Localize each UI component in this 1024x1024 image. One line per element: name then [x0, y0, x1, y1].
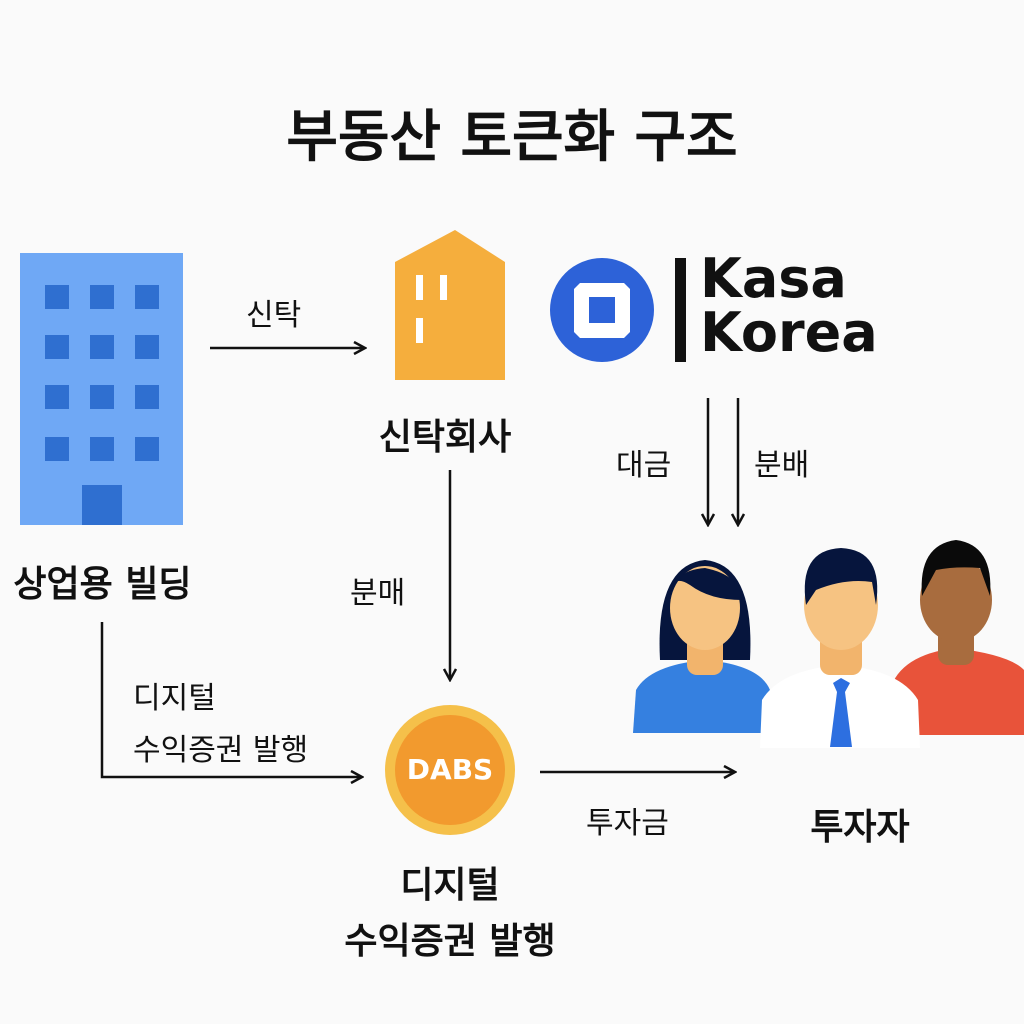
- edge-label-trust: 신탁: [246, 298, 302, 333]
- arrow-issue: [100, 622, 362, 777]
- edge-label-investment: 투자금: [586, 806, 669, 841]
- edge-label-sale: 분매: [350, 576, 406, 611]
- page-title: 부동산 토큰화 구조: [286, 105, 738, 170]
- edge-label-distribution: 분배: [754, 448, 810, 483]
- edge-label-issue-line1: 디지털: [133, 681, 216, 716]
- building-label: 상업용 빌딩: [13, 564, 192, 605]
- token-label-line2: 수익증권 발행: [344, 921, 556, 962]
- edge-label-issue: 디지털 수익증권 발행: [133, 673, 308, 777]
- dabs-coin-icon: [385, 705, 515, 835]
- edge-label-payment: 대금: [616, 448, 672, 483]
- token-label-line1: 디지털: [400, 865, 500, 906]
- trust-company-icon: [395, 230, 505, 380]
- logo-line2: Korea: [700, 301, 878, 364]
- trust-company-label: 신탁회사: [378, 417, 512, 458]
- kasa-logo-icon: [550, 258, 686, 362]
- investors-label: 투자자: [810, 807, 910, 848]
- investors-icon: [633, 540, 1024, 748]
- coin-text: DABS: [406, 753, 494, 786]
- office-building-icon: [20, 253, 183, 525]
- logo-line1: Kasa: [700, 247, 847, 310]
- edge-label-issue-line2: 수익증권 발행: [133, 733, 309, 768]
- logo-text: Kasa Korea: [700, 252, 878, 360]
- token-label: 디지털 수익증권 발행: [300, 858, 600, 970]
